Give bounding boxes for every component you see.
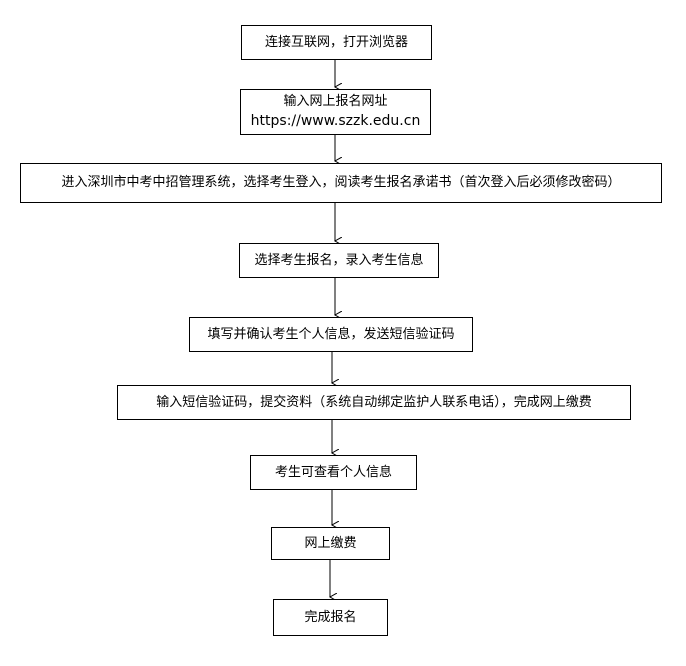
- step-url: 输入网上报名网址 https://www.szzk.edu.cn: [240, 89, 431, 135]
- step-select-label: 选择考生报名，录入考生信息: [254, 252, 424, 268]
- step-pay-label: 网上缴费: [304, 535, 357, 551]
- step-view: 考生可查看个人信息: [250, 455, 417, 490]
- step-confirm-label: 填写并确认考生个人信息，发送短信验证码: [207, 326, 455, 342]
- step-url-address: https://www.szzk.edu.cn: [250, 113, 421, 129]
- step-login: 进入深圳市中考中招管理系统，选择考生登入，阅读考生报名承诺书（首次登入后必须修改…: [20, 163, 662, 203]
- step-connect-label: 连接互联网，打开浏览器: [264, 34, 408, 50]
- step-view-label: 考生可查看个人信息: [274, 464, 392, 480]
- step-select: 选择考生报名，录入考生信息: [239, 243, 439, 278]
- step-pay: 网上缴费: [271, 527, 390, 560]
- step-confirm: 填写并确认考生个人信息，发送短信验证码: [189, 317, 473, 352]
- step-done-label: 完成报名: [304, 609, 357, 625]
- step-url-label: 输入网上报名网址: [283, 94, 388, 109]
- step-done: 完成报名: [273, 599, 388, 636]
- step-connect: 连接互联网，打开浏览器: [241, 25, 432, 60]
- step-submit-label: 输入短信验证码，提交资料（系统自动绑定监护人联系电话），完成网上缴费: [156, 394, 592, 410]
- step-submit: 输入短信验证码，提交资料（系统自动绑定监护人联系电话），完成网上缴费: [117, 385, 631, 420]
- step-login-label: 进入深圳市中考中招管理系统，选择考生登入，阅读考生报名承诺书（首次登入后必须修改…: [61, 175, 621, 190]
